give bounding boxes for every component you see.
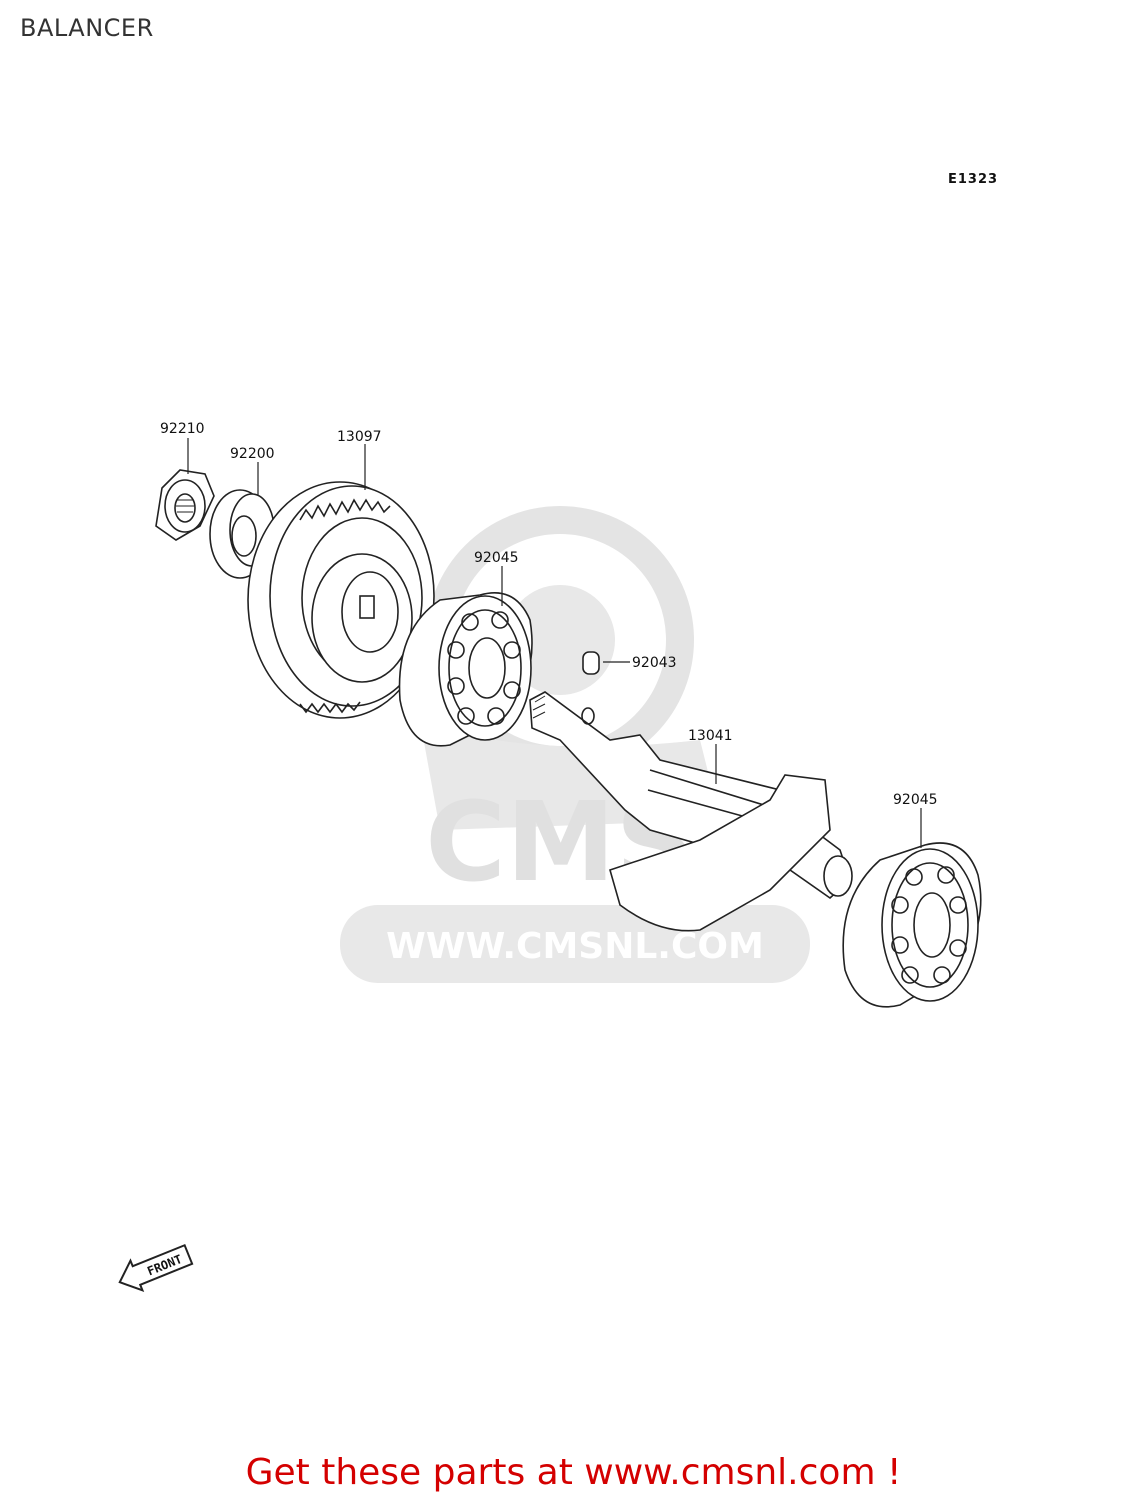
watermark-url: WWW.CMSNL.COM (386, 926, 764, 967)
page-title: BALANCER (20, 14, 154, 42)
part-label-bearing-left: 92045 (474, 550, 519, 566)
part-label-washer: 92200 (230, 446, 275, 462)
part-label-gear: 13097 (337, 429, 382, 445)
balancer-shaft (529, 691, 853, 932)
part-label-pin: 92043 (632, 655, 677, 671)
front-arrow-icon: FRONT (118, 1243, 194, 1293)
ball-bearing-left (398, 591, 533, 747)
nut (155, 469, 215, 541)
ball-bearing-right (842, 842, 982, 1008)
leader-lines (187, 438, 922, 848)
part-label-bearing-right: 92045 (893, 792, 938, 808)
diagram-code: E1323 (948, 172, 999, 187)
part-label-nut: 92210 (160, 421, 205, 437)
footer-link[interactable]: Get these parts at www.cmsnl.com ! (245, 1452, 902, 1493)
balancer-gear (247, 481, 435, 719)
pin (582, 651, 600, 675)
part-label-shaft: 13041 (688, 728, 733, 744)
